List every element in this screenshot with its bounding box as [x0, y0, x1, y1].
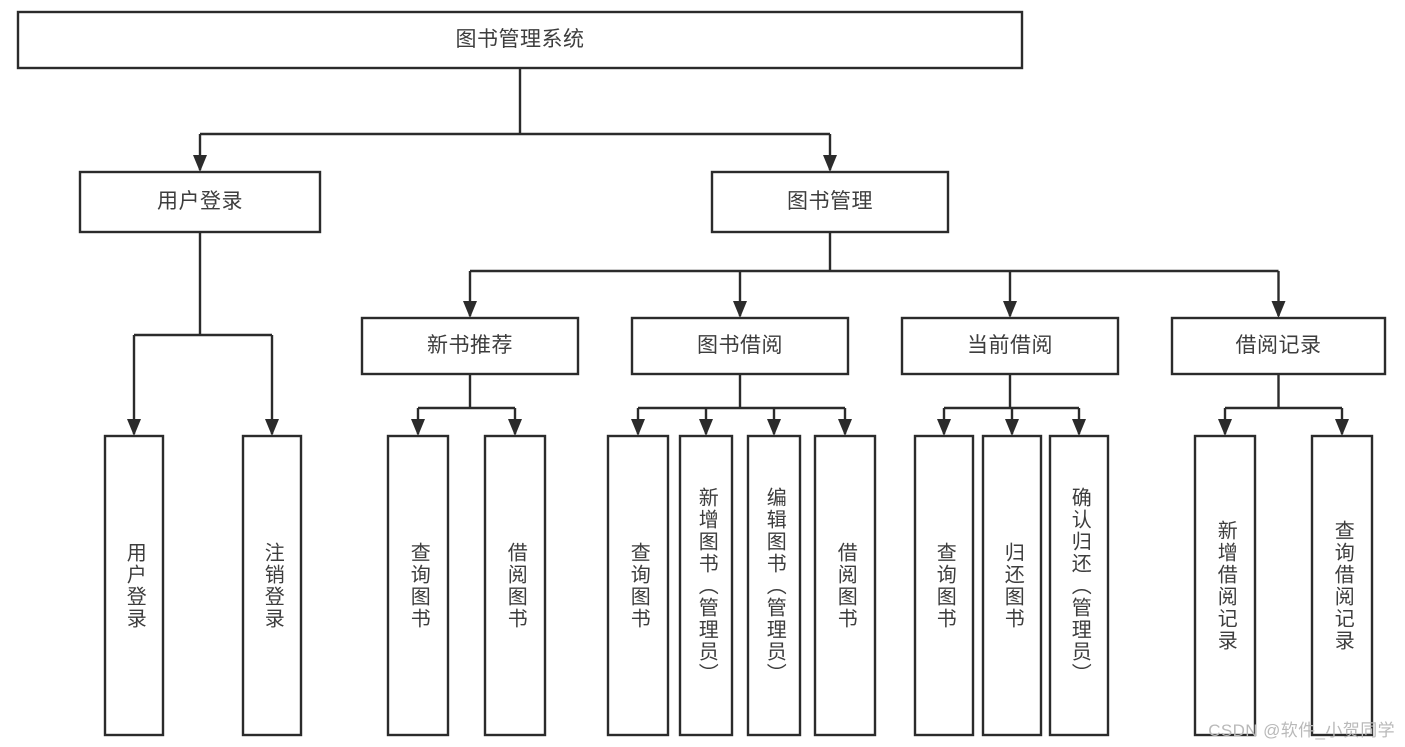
node-box-leaf-query-book-c[interactable] [913, 434, 975, 737]
arrow-head-icon-leaf-user-login [127, 419, 141, 436]
arrow-head-icon-leaf-edit-book [767, 419, 781, 436]
arrow-head-icon-user-login [193, 155, 207, 172]
arrow-head-icon-leaf-logout [265, 419, 279, 436]
node-box-leaf-edit-book[interactable] [746, 434, 802, 737]
arrow-head-icon-leaf-query-book-b [631, 419, 645, 436]
node-box-book-borrow[interactable] [630, 316, 850, 376]
node-box-user-login[interactable] [78, 170, 322, 234]
arrow-head-icon-leaf-add-record [1218, 419, 1232, 436]
node-box-leaf-return-book[interactable] [981, 434, 1043, 737]
arrow-head-icon-borrow-record [1271, 301, 1286, 318]
node-box-new-book-recommend[interactable] [360, 316, 580, 376]
node-box-root[interactable] [16, 10, 1024, 70]
node-box-current-borrow[interactable] [900, 316, 1120, 376]
connector-layer [127, 68, 1349, 436]
node-box-borrow-record[interactable] [1170, 316, 1387, 376]
arrow-head-icon-new-book-recommend [463, 301, 477, 318]
node-box-leaf-query-record[interactable] [1310, 434, 1374, 737]
node-box-leaf-confirm-return[interactable] [1048, 434, 1110, 737]
arrow-head-icon-leaf-query-book-a [411, 419, 425, 436]
watermark-text: CSDN @软件_小贺同学 [1208, 721, 1395, 740]
arrow-head-icon-leaf-borrow-book-b [838, 419, 852, 436]
box-layer [16, 10, 1387, 737]
arrow-head-icon-book-borrow [733, 301, 747, 318]
arrow-head-icon-leaf-borrow-book-a [508, 419, 522, 436]
arrow-head-icon-leaf-query-record [1335, 419, 1349, 436]
node-box-leaf-query-book-b[interactable] [606, 434, 670, 737]
node-box-leaf-user-login[interactable] [103, 434, 165, 737]
node-box-leaf-borrow-book-a[interactable] [483, 434, 547, 737]
node-box-leaf-logout[interactable] [241, 434, 303, 737]
node-box-leaf-borrow-book-b[interactable] [813, 434, 877, 737]
node-box-leaf-add-record[interactable] [1193, 434, 1257, 737]
arrow-head-icon-leaf-query-book-c [937, 419, 951, 436]
arrow-head-icon-leaf-add-book [699, 419, 713, 436]
arrow-head-icon-leaf-confirm-return [1072, 419, 1086, 436]
arrow-head-icon-book-management [823, 155, 837, 172]
arrow-head-icon-leaf-return-book [1005, 419, 1019, 436]
arrow-head-icon-current-borrow [1003, 301, 1017, 318]
node-box-leaf-query-book-a[interactable] [386, 434, 450, 737]
node-box-leaf-add-book[interactable] [678, 434, 734, 737]
node-box-book-management[interactable] [710, 170, 950, 234]
